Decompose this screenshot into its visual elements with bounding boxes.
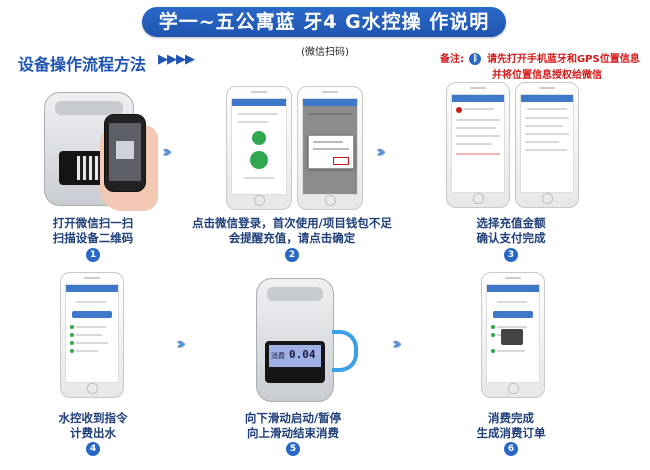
step-6-line-1: 消费完成 <box>488 411 534 425</box>
step-5-number: 5 <box>286 442 300 456</box>
step-1-line-2: 扫描设备二维码 <box>52 231 134 245</box>
notice-text-1: 请先打开手机蓝牙和GPS位置信息 <box>486 54 640 65</box>
step-6-line-2: 生成消费订单 <box>476 426 546 440</box>
status-button <box>493 311 533 318</box>
login-button-icon <box>250 151 268 169</box>
step-4-line-2: 计费出水 <box>70 426 116 440</box>
meter-brand-plate <box>267 287 323 301</box>
order-popup <box>501 329 523 345</box>
step-3-caption: 选择充值金额 确认支付完成 <box>452 216 570 246</box>
phone-order-created <box>481 272 545 398</box>
notice-line-1: 备注: ᛒ 请先打开手机蓝牙和GPS位置信息 <box>440 50 640 65</box>
alert-icon <box>456 107 462 113</box>
step-5-line-2: 向上滑动结束消费 <box>247 426 339 440</box>
phone-payment-done <box>515 82 579 208</box>
step-2-line-1: 点击微信登录，首次使用/项目钱包不足 <box>192 216 392 230</box>
phone-camera-view <box>109 123 141 181</box>
step-4-line-1: 水控收到指令 <box>58 411 128 425</box>
confirm-button <box>333 157 349 165</box>
meter-screen: 消费 0.04 <box>265 341 325 383</box>
step-1-number: 1 <box>86 248 100 262</box>
bluetooth-icon: ᛒ <box>469 53 482 65</box>
step-1-line-1: 打开微信扫一扫 <box>52 216 134 230</box>
step-2-line-2: 会提醒充值，请点击确定 <box>228 231 356 245</box>
step-5-line-1: 向下滑动启动/暂停 <box>244 411 342 425</box>
step-6-number: 6 <box>504 442 518 456</box>
qr-code-icon <box>116 141 134 159</box>
page-subtitle: (微信扫码) <box>301 47 349 58</box>
step-2-number: 2 <box>285 248 299 262</box>
section-arrow-icons: ▶▶▶▶ <box>158 52 195 67</box>
phone-select-amount <box>446 82 510 208</box>
notice-line-2: 并将位置信息授权给微信 <box>492 70 602 81</box>
step-3-line-1: 选择充值金额 <box>476 216 546 230</box>
phone-meter-received <box>60 272 124 398</box>
step-4-number: 4 <box>86 442 100 456</box>
notice-label: 备注: <box>440 54 464 65</box>
confirm-dialog <box>308 135 354 169</box>
phone-scanning <box>104 114 146 192</box>
arrow-right-icon: ››››››› <box>176 334 186 353</box>
wechat-icon <box>252 131 266 145</box>
page-title: 学一~五公寓蓝 牙4 G水控操 作说明 <box>142 7 506 37</box>
meter-lcd-label: 消费 <box>271 352 285 360</box>
swipe-gesture-icon <box>332 330 358 372</box>
qr-code-icon <box>77 156 101 180</box>
step-3-line-2: 确认支付完成 <box>476 231 546 245</box>
step-5-caption: 向下滑动启动/暂停 向上滑动结束消费 <box>228 411 358 441</box>
meter-lcd-value: 0.04 <box>289 348 316 361</box>
step-6-caption: 消费完成 生成消费订单 <box>456 411 566 441</box>
arrow-right-icon: ››››››› <box>392 334 402 353</box>
step-2-caption: 点击微信登录，首次使用/项目钱包不足 会提醒充值，请点击确定 <box>186 216 398 246</box>
status-button <box>72 311 112 318</box>
meter-lcd: 消费 0.04 <box>269 345 321 367</box>
phone-wechat-login <box>226 86 292 210</box>
arrow-right-icon: ››››››› <box>162 142 172 161</box>
phone-recharge-prompt <box>297 86 363 210</box>
meter-brand-plate <box>55 101 123 115</box>
step-1-caption: 打开微信扫一扫 扫描设备二维码 <box>38 216 148 246</box>
step-4-caption: 水控收到指令 计费出水 <box>38 411 148 441</box>
water-meter-device: 消费 0.04 <box>256 278 334 402</box>
arrow-right-icon: ››››››› <box>376 142 386 161</box>
section-title: 设备操作流程方法 <box>18 55 147 74</box>
step-3-number: 3 <box>504 248 518 262</box>
